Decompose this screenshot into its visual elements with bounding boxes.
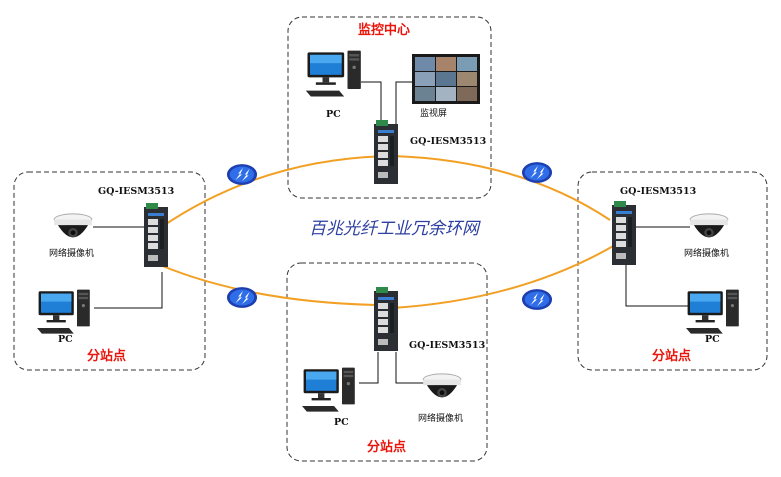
connection-lines [93,81,690,384]
lightning-bolt-icon [521,289,553,310]
bottom-station-title: 分站点 [367,440,407,455]
left-station-title: 分站点 [87,349,127,364]
dome-camera-icon [422,373,462,398]
fiber-ring-top-right [391,155,611,221]
right-pc-label: PC [705,334,720,345]
lightning-bolt-icon [226,164,258,185]
bottom-pc-label: PC [334,417,349,428]
industrial-switch-icon [144,203,168,267]
industrial-switch-icon [612,201,636,265]
monitoring-center-title: 监控中心 [358,23,411,38]
lightning-bolt-icon [521,162,553,183]
monitoring-pc-label: PC [326,109,341,120]
right-station-title: 分站点 [652,349,692,364]
industrial-switch-icon [374,120,398,184]
desktop-pc-icon [305,50,361,97]
dome-camera-icon [53,213,93,238]
left-switch-label: GQ-IESM3513 [98,186,175,197]
dome-camera-icon [689,213,729,238]
left-pc-label: PC [58,334,73,345]
fiber-ring-bottom-left [159,264,377,306]
fiber-ring-bottom-right [391,244,616,309]
right-camera-label: 网络摄像机 [684,249,730,259]
left-camera-label: 网络摄像机 [49,249,95,259]
bottom-station-box [286,262,488,462]
bottom-switch-label: GQ-IESM3513 [409,340,486,351]
industrial-switch-icon [374,287,398,351]
desktop-pc-icon [37,289,90,334]
fiber-ring-top-left [159,155,393,229]
bottom-camera-label: 网络摄像机 [418,414,464,424]
right-switch-label: GQ-IESM3513 [620,186,697,197]
video-wall-icon [412,54,480,104]
ring-title: 百兆光纤工业冗余环网 [309,219,479,239]
desktop-pc-icon [686,289,739,334]
monitoring-switch-label: GQ-IESM3513 [410,136,487,147]
desktop-pc-icon [302,367,355,412]
lightning-bolt-icon [226,287,258,308]
monitoring-center-box [287,16,492,199]
monitoring-screen-label: 监视屏 [420,109,448,119]
left-station-box [13,171,206,371]
right-station-box [577,171,768,371]
